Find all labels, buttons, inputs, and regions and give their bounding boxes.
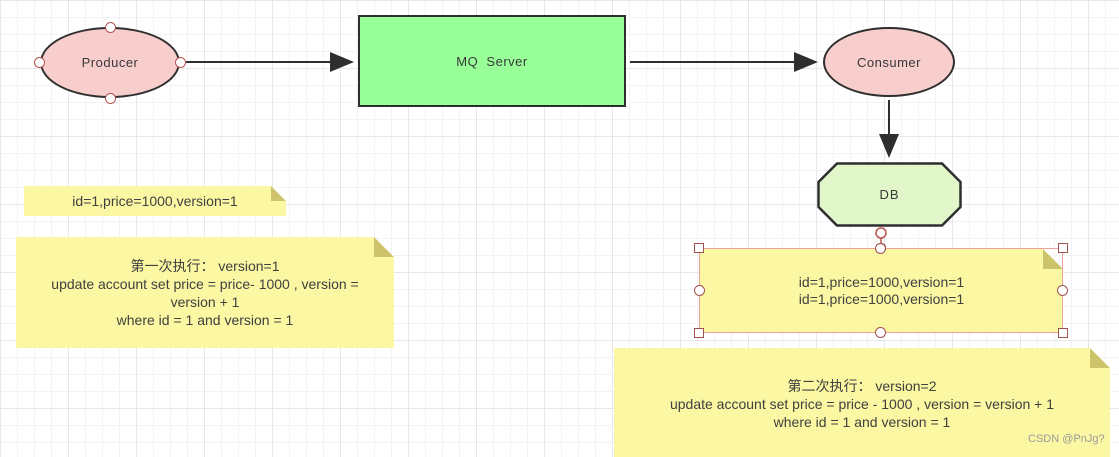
- note-first-execution[interactable]: 第一次执行： version=1 update account set pric…: [16, 237, 394, 348]
- note-fold-icon: [374, 237, 394, 257]
- note-second-execution[interactable]: 第二次执行： version=2 update account set pric…: [614, 348, 1110, 457]
- note-fold-icon: [271, 186, 286, 201]
- note-line: where id = 1 and version = 1: [116, 311, 294, 328]
- note-line: 第二次执行： version=2: [787, 378, 937, 394]
- node-db-label: DB: [879, 187, 900, 202]
- connection-handle[interactable]: [105, 93, 116, 104]
- node-consumer-label: Consumer: [857, 54, 921, 70]
- note-line: version + 1: [170, 293, 240, 310]
- note-fold-icon: [1090, 348, 1110, 368]
- node-mq-server-label: MQ Server: [456, 53, 528, 69]
- connection-handle[interactable]: [175, 57, 186, 68]
- note-text: id=1,price=1000,version=1: [72, 193, 238, 209]
- db-to-note-connector[interactable]: [875, 227, 887, 254]
- connection-handle[interactable]: [105, 22, 116, 33]
- resize-handle[interactable]: [1058, 243, 1068, 253]
- csdn-watermark: CSDN @PnJg?: [1028, 433, 1105, 445]
- connection-handle[interactable]: [34, 57, 45, 68]
- note-initial-record[interactable]: id=1,price=1000,version=1: [24, 186, 286, 216]
- node-db[interactable]: DB: [817, 162, 962, 227]
- note-db-records[interactable]: id=1,price=1000,version=1 id=1,price=100…: [700, 249, 1063, 333]
- note-line: id=1,price=1000,version=1: [798, 291, 965, 307]
- note-line: where id = 1 and version = 1: [773, 414, 951, 430]
- node-producer-label: Producer: [81, 55, 139, 70]
- node-consumer[interactable]: Consumer: [823, 27, 955, 97]
- note-fold-icon: [1043, 249, 1063, 269]
- node-mq-server[interactable]: MQ Server: [358, 15, 626, 107]
- note-line: 第一次执行： version=1: [130, 257, 280, 274]
- note-line: update account set price = price - 1000 …: [669, 396, 1055, 412]
- node-producer[interactable]: Producer: [40, 27, 180, 98]
- note-line: id=1,price=1000,version=1: [798, 274, 965, 290]
- note-line: update account set price = price- 1000 ,…: [51, 275, 359, 292]
- db-octagon-shape: [817, 162, 962, 227]
